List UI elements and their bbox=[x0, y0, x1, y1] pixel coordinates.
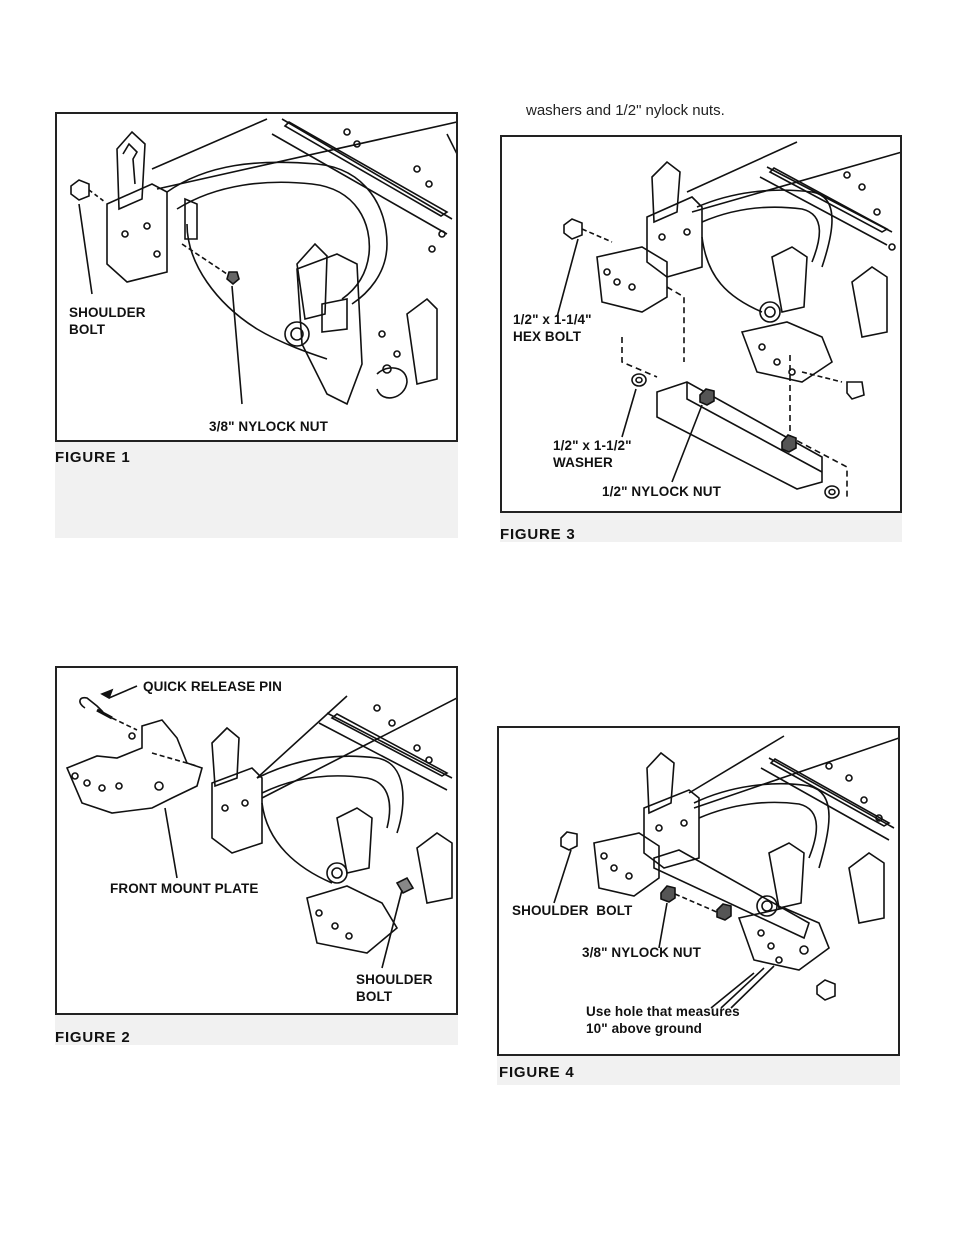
figure2-drawing bbox=[57, 668, 458, 1015]
figure3-caption: FIGURE 3 bbox=[500, 526, 576, 543]
fig1-nylock-nut-label: 3/8" NYLOCK NUT bbox=[209, 418, 328, 435]
fig4-shoulder-bolt-label: SHOULDER BOLT bbox=[512, 902, 632, 919]
figure4-frame: SHOULDER BOLT 3/8" NYLOCK NUT Use hole t… bbox=[497, 726, 900, 1056]
figure1-frame: SHOULDER BOLT 3/8" NYLOCK NUT bbox=[55, 112, 458, 442]
fig2-quick-release-pin-label: QUICK RELEASE PIN bbox=[143, 678, 282, 695]
fig3-washer-label: 1/2" x 1-1/2" WASHER bbox=[553, 437, 632, 471]
figure1-caption: FIGURE 1 bbox=[55, 449, 131, 466]
intro-text: washers and 1/2" nylock nuts. bbox=[526, 102, 725, 119]
fig3-nylock-nut-label: 1/2" NYLOCK NUT bbox=[602, 483, 721, 500]
figure3-frame: 1/2" x 1-1/4" HEX BOLT 1/2" x 1-1/2" WAS… bbox=[500, 135, 902, 513]
fig4-hole-note-label: Use hole that measures 10" above ground bbox=[586, 1003, 740, 1037]
fig1-shoulder-bolt-label: SHOULDER BOLT bbox=[69, 304, 146, 338]
fig4-nylock-nut-label: 3/8" NYLOCK NUT bbox=[582, 944, 701, 961]
figure1-drawing bbox=[57, 114, 458, 442]
fig2-front-mount-plate-label: FRONT MOUNT PLATE bbox=[110, 880, 258, 897]
figure4-caption: FIGURE 4 bbox=[499, 1064, 575, 1081]
fig3-hex-bolt-label: 1/2" x 1-1/4" HEX BOLT bbox=[513, 311, 592, 345]
figure2-caption: FIGURE 2 bbox=[55, 1029, 131, 1046]
fig2-shoulder-bolt-label: SHOULDER BOLT bbox=[356, 971, 433, 1005]
figure2-frame: QUICK RELEASE PIN FRONT MOUNT PLATE SHOU… bbox=[55, 666, 458, 1015]
